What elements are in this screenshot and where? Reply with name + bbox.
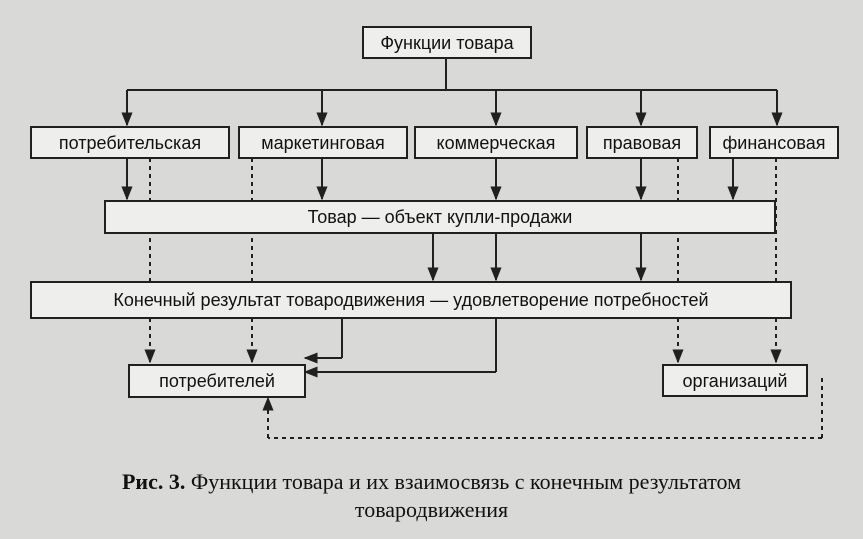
function-box-consumer: потребительская [30, 126, 230, 159]
function-label-legal: правовая [602, 132, 682, 153]
function-label-consumer: потребительская [58, 132, 202, 153]
organizations-box: организаций [662, 364, 808, 397]
caption-line-2: товародвижения [354, 497, 509, 522]
function-label-marketing: маркетинговая [261, 132, 385, 153]
function-box-legal: правовая [586, 126, 698, 159]
top-box: Функции товара [362, 26, 532, 59]
caption-label: Рис. 3. [121, 469, 186, 494]
function-box-marketing: маркетинговая [238, 126, 408, 159]
function-label-commercial: коммерческая [436, 132, 556, 153]
consumers-box: потребителей [128, 364, 306, 398]
organizations-box-label: организаций [682, 370, 788, 391]
function-label-financial: финансовая [722, 132, 826, 153]
object-box-label: Товар — объект купли-продажи [307, 207, 573, 227]
top-box-label: Функции товара [380, 32, 514, 53]
function-box-financial: финансовая [709, 126, 839, 159]
function-box-commercial: коммерческая [414, 126, 578, 159]
result-box-label: Конечный результат товародвижения — удов… [113, 290, 709, 310]
figure-caption: Рис. 3. Функции товара и их взаимосвязь … [0, 468, 863, 524]
object-box: Товар — объект купли-продажи [104, 200, 776, 234]
consumers-box-label: потребителей [159, 371, 275, 391]
caption-line-1: Функции товара и их взаимосвязь с конечн… [190, 469, 742, 494]
result-box: Конечный результат товародвижения — удов… [30, 281, 792, 319]
